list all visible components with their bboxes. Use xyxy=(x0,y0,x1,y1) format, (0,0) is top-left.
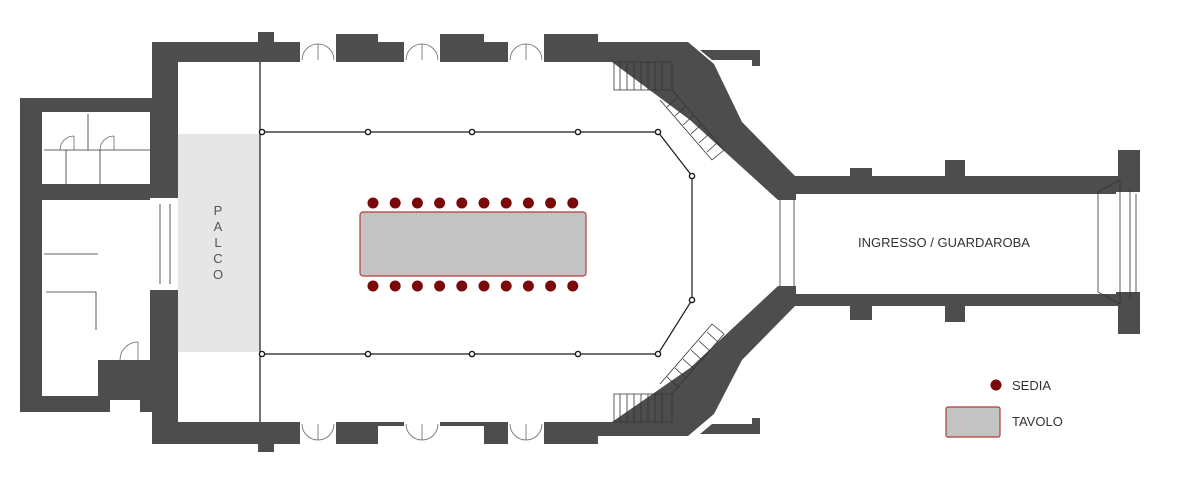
side-frame xyxy=(159,204,171,284)
chair-top xyxy=(567,197,579,209)
entrance-frame xyxy=(779,200,795,286)
door-swing-top-1 xyxy=(301,43,335,61)
legend: SEDIA TAVOLO xyxy=(945,378,1063,438)
door-swings xyxy=(59,43,1137,441)
chair-top xyxy=(434,197,446,209)
annex-door-3 xyxy=(119,341,139,361)
chair-top xyxy=(522,197,534,209)
chair-top xyxy=(456,197,468,209)
legend-chair-label: SEDIA xyxy=(1012,378,1051,393)
door-swing-bottom-2 xyxy=(405,423,439,441)
chair-bottom xyxy=(411,280,423,292)
stage-area xyxy=(178,134,260,352)
chair-top xyxy=(545,197,557,209)
stage-label-letter: P xyxy=(214,203,223,218)
chair-top xyxy=(500,197,512,209)
chair-top xyxy=(367,197,379,209)
column xyxy=(688,172,696,180)
annex-door-1 xyxy=(59,135,75,151)
annex-partitions xyxy=(44,114,150,330)
chair-top xyxy=(478,197,490,209)
legend-table-swatch xyxy=(945,406,1001,438)
chairs xyxy=(367,197,579,292)
column xyxy=(364,350,372,358)
staircase-top xyxy=(613,61,725,161)
chair-bottom xyxy=(500,280,512,292)
door-swing-top-2 xyxy=(405,43,439,61)
column xyxy=(468,128,476,136)
door-swing-top-3 xyxy=(509,43,543,61)
column xyxy=(364,128,372,136)
chair-top xyxy=(389,197,401,209)
chair-bottom xyxy=(367,280,379,292)
stage-label-letter: L xyxy=(214,235,221,250)
column xyxy=(688,296,696,304)
chair-bottom xyxy=(389,280,401,292)
table-layout xyxy=(359,197,587,292)
side-opening-left xyxy=(150,198,180,290)
banquet-table xyxy=(359,211,587,277)
column xyxy=(574,350,582,358)
chair-bottom xyxy=(478,280,490,292)
stage-label-letter: A xyxy=(214,219,223,234)
column xyxy=(654,350,662,358)
chair-bottom xyxy=(567,280,579,292)
chair-top xyxy=(411,197,423,209)
lower-annex-walls xyxy=(700,418,760,434)
entrance-opening xyxy=(776,200,798,286)
door-swing-bottom-1 xyxy=(301,423,335,441)
chair-bottom xyxy=(434,280,446,292)
chair-bottom xyxy=(522,280,534,292)
columns xyxy=(258,128,696,358)
legend-chair-swatch xyxy=(990,379,1002,391)
front-door-frame xyxy=(1097,179,1137,305)
column xyxy=(654,128,662,136)
stage-label-letter: C xyxy=(213,251,222,266)
column xyxy=(258,128,266,136)
legend-table-label: TAVOLO xyxy=(1012,414,1063,429)
left-annex-walls xyxy=(20,98,157,412)
upper-annex-walls xyxy=(700,50,760,66)
staircase-bottom xyxy=(613,323,725,423)
stage-label-letter: O xyxy=(213,267,223,282)
colonnade-outline xyxy=(260,131,693,355)
annex-door-2 xyxy=(99,135,115,151)
chair-bottom xyxy=(456,280,468,292)
chair-bottom xyxy=(545,280,557,292)
walls xyxy=(20,32,1140,452)
column xyxy=(574,128,582,136)
entrance-label: INGRESSO / GUARDAROBA xyxy=(858,235,1030,250)
column xyxy=(258,350,266,358)
column xyxy=(468,350,476,358)
door-swing-bottom-3 xyxy=(509,423,543,441)
